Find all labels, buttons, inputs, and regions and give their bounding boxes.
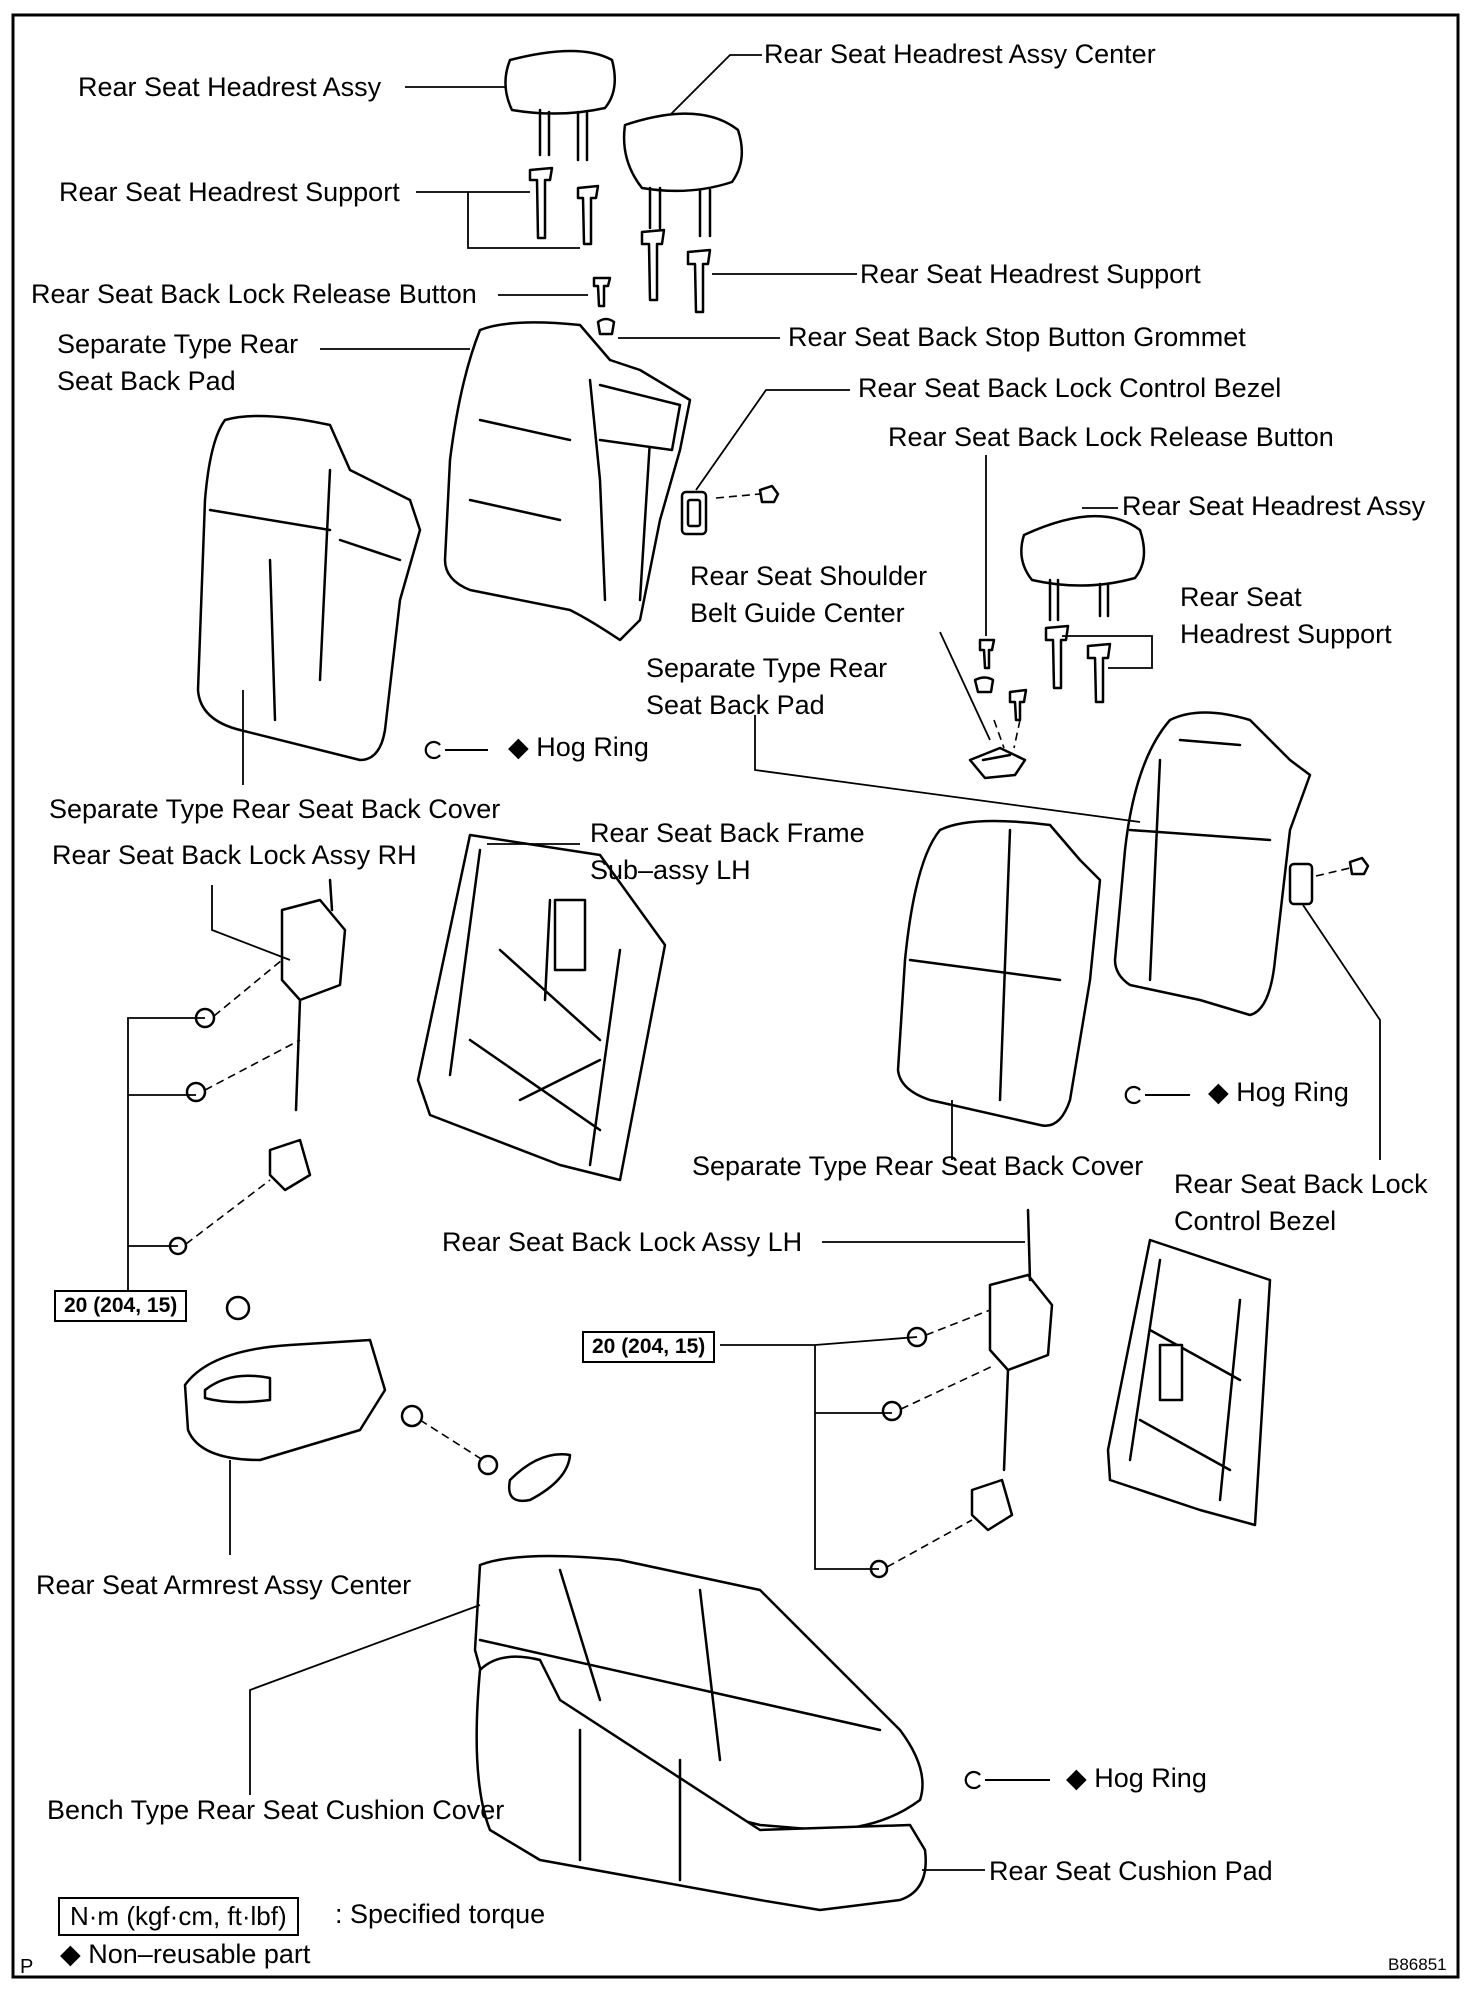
headrest-right: [1020, 515, 1146, 622]
seat-back-cover-left: [196, 414, 422, 762]
label-sep-cover-right: Separate Type Rear Seat Back Cover: [692, 1151, 1144, 1181]
lock-control-bezel-right: [1288, 856, 1370, 906]
label-headrest-support-right: Rear Seat Headrest Support: [1180, 579, 1392, 653]
seat-back-frame-right: [1106, 1238, 1272, 1527]
non-reusable-diamond-icon: ◆: [508, 732, 529, 762]
hog-ring-label-3: ◆ Hog Ring: [1066, 1763, 1207, 1794]
label-lock-bezel-right: Rear Seat Back Lock Control Bezel: [1174, 1166, 1428, 1240]
legend-torque-meaning: : Specified torque: [335, 1899, 546, 1929]
hog-ring-text-2: Hog Ring: [1236, 1077, 1349, 1107]
hog-ring-icon-3: [964, 1770, 981, 1790]
seat-back-pad-left: [443, 321, 692, 642]
label-headrest-support-right-line1: Rear Seat: [1180, 582, 1302, 612]
label-headrest-support-right-line2: Headrest Support: [1180, 619, 1392, 649]
hog-ring-icon-2: [1124, 1085, 1141, 1105]
lock-assy-lh: [869, 1208, 1054, 1579]
label-lock-assy-rh: Rear Seat Back Lock Assy RH: [52, 840, 417, 870]
label-sep-pad-right: Separate Type Rear Seat Back Pad: [646, 650, 887, 724]
label-shoulder-belt-line2: Belt Guide Center: [690, 598, 905, 628]
headrest-supports-right: [968, 624, 1112, 780]
figure-id: B86851: [1388, 1955, 1447, 1974]
label-armrest-center: Rear Seat Armrest Assy Center: [36, 1570, 412, 1600]
label-cushion-cover: Bench Type Rear Seat Cushion Cover: [47, 1795, 505, 1825]
leader-sep-pad-r: [754, 715, 1141, 823]
label-sep-pad-right-line1: Separate Type Rear: [646, 653, 888, 683]
leader-cushion-cover: [249, 1604, 481, 1795]
seat-back-cover-right: [896, 819, 1102, 1127]
label-headrest-support-tr: Rear Seat Headrest Support: [860, 259, 1201, 289]
leader-bezel-r: [1302, 904, 1381, 1160]
hog-ring-icon-1: [424, 740, 441, 760]
non-reusable-diamond-icon: ◆: [60, 1939, 81, 1969]
leader-headrest-center: [669, 54, 762, 116]
cushion-pad: [475, 1655, 927, 1912]
lock-assy-rh: [168, 878, 347, 1256]
label-lock-bezel-right-line1: Rear Seat Back Lock: [1174, 1169, 1428, 1199]
leader-bezel-top: [695, 389, 850, 491]
legend-non-reusable: ◆ Non–reusable part: [60, 1938, 310, 1970]
headrest-supports-top: [528, 166, 712, 314]
seat-back-frame-lh: [416, 833, 667, 1182]
lock-control-bezel-top: [680, 484, 780, 536]
diagram-border: [11, 13, 1460, 1979]
label-lock-control-bezel-top: Rear Seat Back Lock Control Bezel: [858, 373, 1282, 403]
leader-torque-r: [720, 1336, 918, 1570]
leader-headrest-support-tl: [416, 191, 580, 249]
label-cushion-pad: Rear Seat Cushion Pad: [989, 1856, 1273, 1886]
headrest-center: [622, 112, 744, 238]
label-frame-sub-assy: Rear Seat Back Frame Sub–assy LH: [590, 815, 865, 889]
label-frame-line1: Rear Seat Back Frame: [590, 818, 865, 848]
leader-torque-l: [127, 1017, 205, 1290]
label-lock-release-button-right: Rear Seat Back Lock Release Button: [888, 422, 1334, 452]
non-reusable-diamond-icon: ◆: [1208, 1077, 1229, 1107]
label-sep-pad-right-line2: Seat Back Pad: [646, 690, 825, 720]
label-shoulder-belt-line1: Rear Seat Shoulder: [690, 561, 928, 591]
label-sep-cover-left: Separate Type Rear Seat Back Cover: [49, 794, 501, 824]
headrest-top-left: [504, 49, 617, 162]
hog-ring-label-1: ◆ Hog Ring: [508, 732, 649, 763]
torque-spec-left: 20 (204, 15): [54, 1290, 188, 1322]
label-headrest-assy-center: Rear Seat Headrest Assy Center: [764, 39, 1156, 69]
label-headrest-assy-right: Rear Seat Headrest Assy: [1122, 491, 1426, 521]
label-sep-pad-left-line1: Separate Type Rear: [57, 329, 299, 359]
label-sep-pad-left-line2: Seat Back Pad: [57, 366, 236, 396]
non-reusable-diamond-icon: ◆: [1066, 1763, 1087, 1793]
label-frame-line2: Sub–assy LH: [590, 855, 751, 885]
leader-shoulder-belt: [939, 631, 991, 741]
torque-spec-right: 20 (204, 15): [582, 1331, 716, 1363]
label-shoulder-belt-guide: Rear Seat Shoulder Belt Guide Center: [690, 558, 927, 632]
armrest-center: [183, 1295, 572, 1503]
label-lock-bezel-right-line2: Control Bezel: [1174, 1206, 1337, 1236]
label-sep-pad-left: Separate Type Rear Seat Back Pad: [57, 326, 298, 400]
release-button-and-grommet: [592, 276, 616, 336]
hog-ring-text-1: Hog Ring: [536, 732, 649, 762]
corner-mark: P: [20, 1956, 34, 1978]
label-headrest-support-tl: Rear Seat Headrest Support: [59, 177, 400, 207]
hog-ring-label-2: ◆ Hog Ring: [1208, 1077, 1349, 1108]
leader-lock-rh: [211, 885, 291, 961]
label-stop-button-grommet: Rear Seat Back Stop Button Grommet: [788, 322, 1246, 352]
label-headrest-assy-tl: Rear Seat Headrest Assy: [78, 72, 382, 102]
legend-non-reusable-text: Non–reusable part: [88, 1939, 311, 1969]
label-lock-assy-lh: Rear Seat Back Lock Assy LH: [442, 1227, 803, 1257]
seat-back-pad-right: [1113, 711, 1312, 1017]
leader-headrest-support-r: [1062, 635, 1153, 669]
label-lock-release-button-left: Rear Seat Back Lock Release Button: [31, 279, 477, 309]
legend-torque-units: N·m (kgf·cm, ft·lbf): [58, 1897, 299, 1936]
hog-ring-text-3: Hog Ring: [1094, 1763, 1207, 1793]
